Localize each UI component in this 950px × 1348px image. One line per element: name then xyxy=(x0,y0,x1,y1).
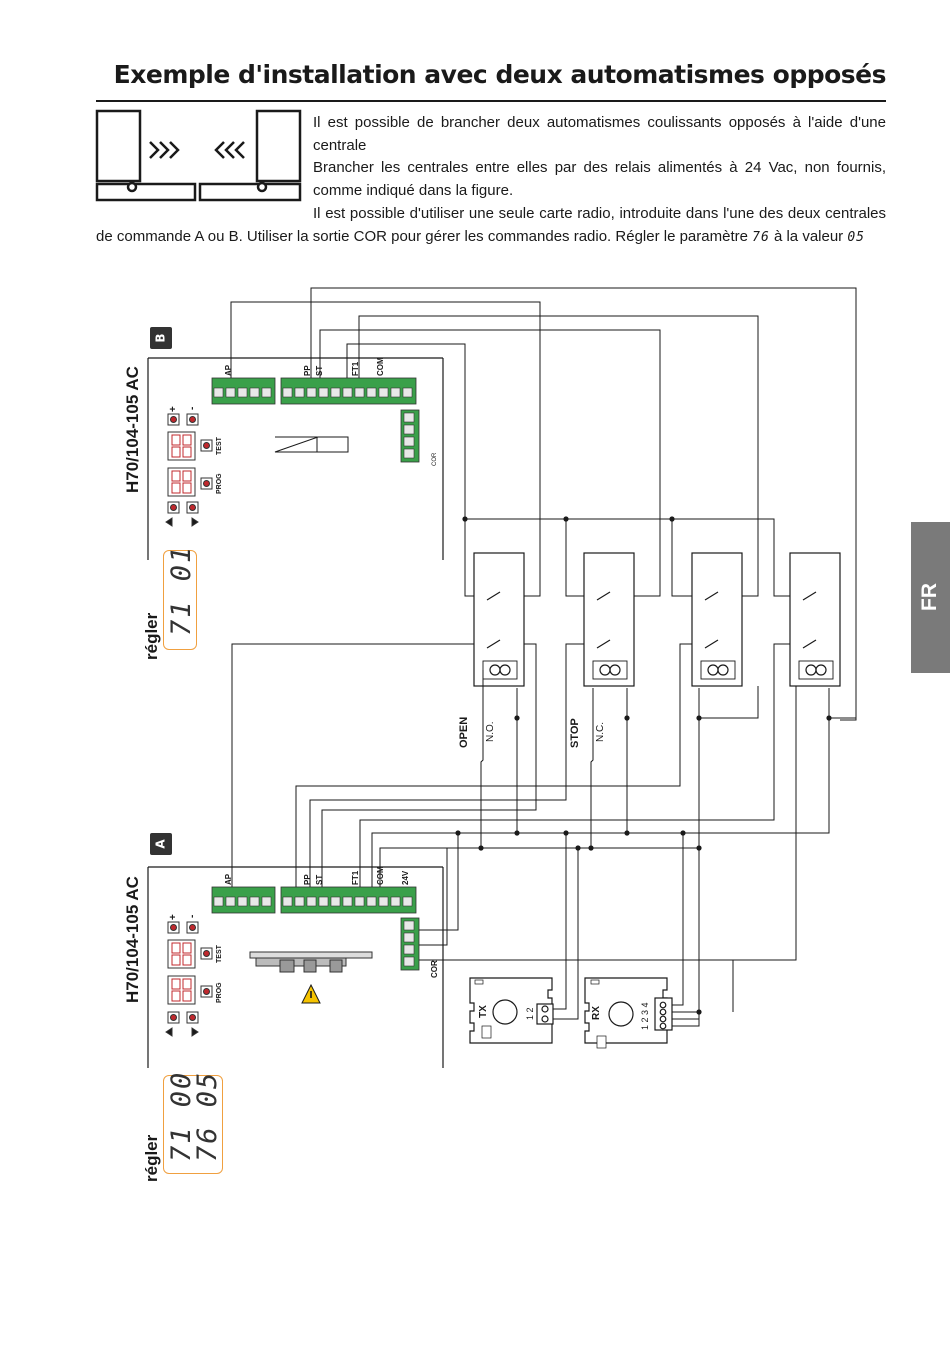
paragraph-3-text-b: à la valeur xyxy=(769,227,848,245)
relay-2 xyxy=(583,552,635,687)
board-a-terminal-com: COM xyxy=(376,866,385,885)
page-title: Exemple d'installation avec deux automat… xyxy=(113,60,887,89)
board-a-terminal-cor: COR xyxy=(430,960,439,978)
opposed-gates-icon xyxy=(95,109,302,202)
stop-switch-label: STOP xyxy=(569,718,581,748)
open-switch-label: OPEN xyxy=(458,716,470,748)
board-a-set-label: régler xyxy=(142,1134,161,1182)
board-a-badge: A xyxy=(150,833,172,855)
buttons-a xyxy=(165,921,213,1037)
board-b-terminal-com: COM xyxy=(376,357,385,376)
board-b-display-value: 71 01 xyxy=(166,544,197,636)
language-tab xyxy=(911,522,950,673)
board-b-test-label: TEST xyxy=(216,437,223,455)
board-b-minus-label: - xyxy=(187,406,198,410)
buttons-b xyxy=(165,413,213,527)
board-b-plus-label: + xyxy=(168,406,179,412)
relay-3 xyxy=(691,552,743,687)
board-a-display-line2: 76 05 xyxy=(192,1070,223,1162)
board-b-display xyxy=(163,550,197,650)
board-b-model: H70/104-105 AC xyxy=(123,366,142,493)
board-b-terminal-st: ST xyxy=(315,365,324,376)
intro-paragraph-2: Brancher les centrales entre elles par d… xyxy=(313,159,886,199)
board-a-minus-label: - xyxy=(187,914,198,918)
board-a-terminal-ap: AP xyxy=(224,873,233,885)
warning-icon xyxy=(301,983,321,1004)
tx-label: TX xyxy=(478,1005,489,1018)
board-a-plus-label: + xyxy=(168,914,179,920)
wire-junctions xyxy=(455,516,832,1015)
wiring xyxy=(230,287,857,1027)
rx-pins: 1 2 3 4 xyxy=(640,1002,650,1030)
radio-card-slot-a xyxy=(249,951,373,973)
board-b xyxy=(147,357,444,560)
board-a-prog-label: PROG xyxy=(216,982,223,1003)
tx-card xyxy=(469,977,554,1044)
board-a-terminal-ft1: FT1 xyxy=(351,870,360,885)
intro-paragraph-3: Il est possible d'utiliser une seule car… xyxy=(96,203,886,249)
board-a-display xyxy=(163,1075,223,1174)
board-b-terminal-ft1: FT1 xyxy=(351,361,360,376)
title-rule xyxy=(96,100,886,102)
language-tab-label: FR xyxy=(918,583,941,611)
terminal-screws-b xyxy=(213,387,415,459)
board-a-model: H70/104-105 AC xyxy=(123,876,142,1003)
intro-paragraph-1: Il est possible de brancher deux automat… xyxy=(313,114,886,154)
board-a-terminal-pp: PP xyxy=(303,874,312,885)
param-code: 76 xyxy=(752,229,770,245)
relays xyxy=(473,552,841,687)
board-b-set-label: régler xyxy=(142,612,161,660)
board-a-test-label: TEST xyxy=(216,945,223,963)
relay-4 xyxy=(789,552,841,687)
terminal-screws-a xyxy=(213,896,415,967)
paragraph-3-text-a: Il est possible d'utiliser une seule car… xyxy=(96,205,886,245)
board-a-terminal-st: ST xyxy=(315,874,324,885)
open-switch-type: N.O. xyxy=(485,721,496,742)
board-b-terminal-pp: PP xyxy=(303,365,312,376)
rx-card xyxy=(584,977,673,1049)
rx-label: RX xyxy=(591,1006,602,1020)
tx-pins: 1 2 xyxy=(525,1007,535,1020)
param-value: 05 xyxy=(847,229,865,245)
stop-switch-type: N.C. xyxy=(595,722,606,742)
board-b-terminal-cor: COR xyxy=(432,452,438,466)
board-b-prog-label: PROG xyxy=(216,473,223,494)
relay-1 xyxy=(473,552,525,687)
board-b-terminal-ap: AP xyxy=(224,364,233,376)
board-b-badge: B xyxy=(150,327,172,349)
board-a-terminal-24v: 24V xyxy=(401,870,410,885)
